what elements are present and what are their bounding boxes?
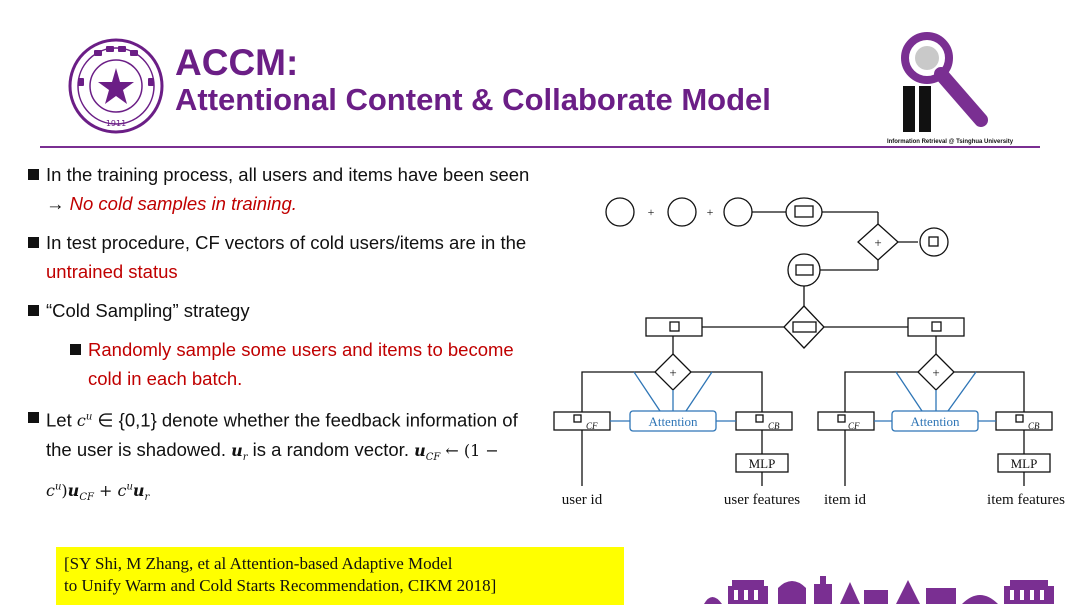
item-id-label: item id: [824, 492, 867, 508]
bullet-square-icon: [28, 237, 39, 248]
plus-user-label: +: [669, 365, 676, 380]
output-node: [919, 227, 949, 257]
accm-architecture-diagram: + + + + + Attention Attention MLP MLP CF…: [553, 197, 1065, 508]
item-mlp-label: MLP: [1011, 456, 1038, 471]
campus-skyline-footer: [704, 576, 1054, 604]
ir-logo-caption: Information Retrieval @ Tsinghua Univers…: [887, 139, 1014, 145]
user-id-label: user id: [562, 492, 603, 508]
user-representation-box: [645, 317, 703, 337]
emphasis-text: untrained status: [46, 261, 178, 282]
citation-line-2: to Unify Warm and Cold Starts Recommenda…: [64, 576, 497, 595]
bullet-cold-sampling: “Cold Sampling” strategy: [28, 296, 543, 325]
ir-magnifier-logo: Information Retrieval @ Tsinghua Univers…: [887, 32, 1014, 145]
item-attention-label: Attention: [910, 414, 960, 429]
item-cf-box: [817, 411, 875, 431]
user-features-label: user features: [724, 492, 800, 508]
university-seal-logo: 1911: [68, 38, 164, 134]
interaction-node: [787, 253, 821, 287]
citation-line-1: [SY Shi, M Zhang, et al Attention-based …: [64, 554, 453, 573]
plus-item-label: +: [932, 365, 939, 380]
dot-product-node: [785, 197, 823, 227]
item-cb-sub: CB: [1028, 421, 1040, 431]
bullet-square-icon: [28, 169, 39, 180]
math-c-u: cu: [76, 411, 93, 431]
math-u-r: ur: [231, 441, 248, 464]
attention-blocks: [610, 371, 996, 432]
bias-node-1: [605, 197, 635, 227]
title-line-1: ACCM:: [175, 42, 299, 83]
item-cf-sub: CF: [848, 421, 860, 431]
plus-label-1: +: [648, 205, 655, 219]
user-cb-sub: CB: [768, 421, 780, 431]
combine-diamond: [783, 305, 825, 349]
plus-label-2: +: [707, 205, 714, 219]
item-representation-box: [907, 317, 965, 337]
bias-node-3: [723, 197, 753, 227]
bullet-square-icon: [28, 412, 39, 423]
bullet-list: In the training process, all users and i…: [28, 160, 543, 522]
item-cb-box: [995, 411, 1053, 431]
user-mlp-label: MLP: [749, 456, 776, 471]
bullet-square-icon: [70, 344, 81, 355]
slide-title: ACCM: Attentional Content & Collaborate …: [175, 44, 771, 115]
bias-node-2: [667, 197, 697, 227]
seal-year: 1911: [106, 119, 126, 128]
sub-bullet-random-sample: Randomly sample some users and items to …: [28, 335, 543, 393]
citation-box: [SY Shi, M Zhang, et al Attention-based …: [56, 547, 624, 605]
bullet-test: In test procedure, CF vectors of cold us…: [28, 228, 543, 286]
user-attention-label: Attention: [648, 414, 698, 429]
title-divider: [40, 146, 1040, 148]
user-cb-box: [735, 411, 793, 431]
item-features-label: item features: [987, 492, 1065, 508]
bullet-square-icon: [28, 305, 39, 316]
plus-sum-label: +: [874, 235, 881, 250]
title-line-2: Attentional Content & Collaborate Model: [175, 82, 771, 117]
user-cf-sub: CF: [586, 421, 598, 431]
emphasis-text: No cold samples in training.: [69, 193, 297, 214]
bullet-training: In the training process, all users and i…: [28, 160, 543, 218]
user-cf-box: [553, 411, 611, 431]
bullet-shadow-formula: Let cu ∈ {0,1} denote whether the feedba…: [28, 403, 543, 512]
math-update-formula: uCF ← (1 − cu)uCF + cuur: [46, 441, 499, 504]
